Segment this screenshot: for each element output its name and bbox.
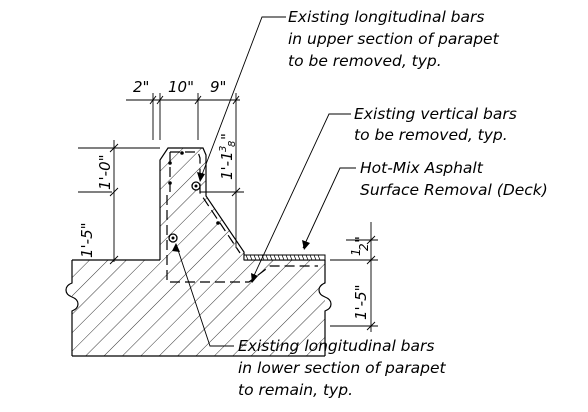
dim-1ft5-left: 1'-5"	[78, 222, 96, 258]
svg-text:Existing vertical bars: Existing vertical bars	[354, 105, 517, 123]
lower-longitudinal-bar	[168, 233, 178, 243]
leaders	[172, 16, 356, 347]
svg-text:Existing longitudinal bars: Existing longitudinal bars	[238, 337, 434, 355]
note-upper-bars: Existing longitudinal bars in upper sect…	[288, 8, 500, 70]
svg-text:8: 8	[227, 141, 238, 147]
svg-text:in lower section of parapet: in lower section of parapet	[238, 359, 447, 377]
dim-half-inch: 1 2 "	[349, 236, 371, 256]
svg-text:Hot-Mix Asphalt: Hot-Mix Asphalt	[360, 159, 484, 177]
dim-1ft0: 1'-0"	[96, 154, 114, 190]
removal-line	[166, 195, 318, 283]
dimension-lines	[78, 93, 378, 332]
asphalt-surface	[243, 254, 326, 261]
svg-text:3: 3	[218, 146, 229, 152]
bar-dots	[168, 151, 220, 225]
note-asphalt: Hot-Mix Asphalt Surface Removal (Deck)	[360, 159, 548, 199]
note-vertical-bars: Existing vertical bars to be removed, ty…	[354, 105, 517, 144]
svg-text:to remain, typ.: to remain, typ.	[238, 381, 353, 399]
dim-2in: 2"	[133, 78, 149, 96]
note-lower-bars: Existing longitudinal bars in lower sect…	[238, 337, 447, 399]
svg-text:to be removed, typ.: to be removed, typ.	[288, 52, 442, 70]
dim-1ft1-3-8: 1'-1 3 8 "	[218, 133, 238, 180]
svg-text:2: 2	[357, 243, 371, 251]
vertical-bars	[169, 151, 241, 254]
dim-1ft5-right: 1'-5"	[352, 284, 370, 320]
svg-text:": "	[352, 236, 370, 243]
dim-texts: 2" 10" 9" 1'-0" 1'-5" 1'-1 3 8 " 1 2 " 1…	[78, 78, 371, 320]
upper-longitudinal-bar	[191, 181, 201, 191]
svg-text:1'-1: 1'-1	[218, 151, 236, 180]
svg-text:Surface Removal (Deck): Surface Removal (Deck)	[360, 181, 548, 199]
dim-10in: 10"	[168, 78, 194, 96]
svg-text:": "	[218, 133, 236, 140]
parapet-outline	[159, 147, 245, 260]
svg-text:1: 1	[349, 248, 363, 256]
svg-text:Existing longitudinal bars: Existing longitudinal bars	[288, 8, 484, 26]
dim-9in: 9"	[210, 78, 226, 96]
svg-text:in upper section of parapet: in upper section of parapet	[288, 30, 500, 48]
svg-text:to be removed, typ.: to be removed, typ.	[354, 126, 508, 144]
